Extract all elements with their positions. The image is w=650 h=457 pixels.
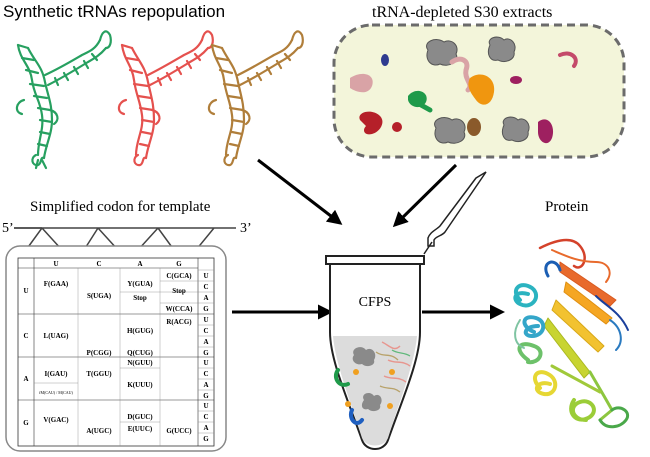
- third-u-1: U: [203, 272, 208, 280]
- third-u-4: U: [203, 402, 208, 410]
- third-a-4: A: [203, 424, 208, 432]
- third-a-1: A: [203, 294, 208, 302]
- flow-arrows: [232, 158, 505, 320]
- trna-green: [15, 30, 112, 170]
- cell-h-gug: H(GUG): [127, 327, 154, 335]
- col-header-g: G: [176, 260, 182, 268]
- cell-fmet: fM(CAU) / M(CAU): [39, 390, 73, 395]
- row-header-a: A: [23, 375, 28, 383]
- third-c-4: C: [203, 413, 208, 421]
- third-u-2: U: [203, 316, 208, 324]
- pipette: [423, 171, 487, 255]
- codon-template-title: Simplified codon for template: [30, 199, 211, 215]
- cell-y-gua: Y(GUA): [127, 280, 153, 288]
- third-c-1: C: [203, 283, 208, 291]
- trna-red: [117, 30, 214, 167]
- third-u-3: U: [203, 359, 208, 367]
- trna-brown: [207, 30, 304, 167]
- cell-c-gca: C(GCA): [166, 272, 192, 280]
- third-g-2: G: [203, 349, 209, 357]
- cfps-tube: CFPS: [325, 255, 425, 450]
- cell-k-uuu: K(UUU): [127, 381, 153, 389]
- third-a-3: A: [203, 381, 208, 389]
- col-header-u: U: [53, 260, 58, 268]
- third-a-2: A: [203, 338, 208, 346]
- five-prime-label: 5’: [2, 221, 14, 236]
- cell-i-gau: I(GAU): [45, 370, 69, 378]
- third-g-4: G: [203, 435, 209, 443]
- protein-structure: [513, 238, 629, 429]
- three-prime-label: 3’: [240, 221, 252, 236]
- depleted-extract-title: tRNA-depleted S30 extracts: [372, 4, 552, 21]
- cfps-label: CFPS: [359, 295, 392, 310]
- row-header-g: G: [23, 419, 29, 427]
- synthetic-trna-title: Synthetic tRNAs repopulation: [3, 2, 225, 21]
- cell-q-cug: Q(CUG): [127, 349, 153, 357]
- cell-stop-a: Stop: [133, 294, 147, 302]
- cell-stop-g: Stop: [172, 287, 186, 295]
- cell-g-ucc: G(UCC): [166, 427, 192, 435]
- cell-v-gac: V(GAC): [43, 416, 69, 424]
- cell-w-cca: W(CCA): [166, 305, 193, 313]
- cell-a-ugc: A(UGC): [86, 427, 112, 435]
- cell-t-ggu: T(GGU): [86, 370, 112, 378]
- s30-extract: [332, 23, 626, 159]
- cell-l-uag: L(UAG): [44, 332, 70, 340]
- col-header-c: C: [96, 260, 101, 268]
- codon-table: U C A G U C A G U C A G U C A G U C A G …: [5, 245, 227, 452]
- col-header-a: A: [137, 260, 142, 268]
- third-c-2: C: [203, 327, 208, 335]
- third-g-3: G: [203, 392, 209, 400]
- row-header-c: C: [23, 332, 28, 340]
- third-c-3: C: [203, 370, 208, 378]
- cell-e-uuc: E(UUC): [128, 425, 153, 433]
- cell-d-guc: D(GUC): [127, 413, 153, 421]
- third-g-1: G: [203, 305, 209, 313]
- row-header-u: U: [23, 287, 28, 295]
- cell-n-guu: N(GUU): [127, 359, 153, 367]
- cell-r-acg: R(ACG): [166, 318, 192, 326]
- cell-f-gaa: F(GAA): [44, 280, 69, 288]
- protein-title: Protein: [545, 199, 589, 215]
- cell-s-uga: S(UGA): [87, 292, 112, 300]
- cell-p-cgg: P(CGG): [87, 349, 113, 357]
